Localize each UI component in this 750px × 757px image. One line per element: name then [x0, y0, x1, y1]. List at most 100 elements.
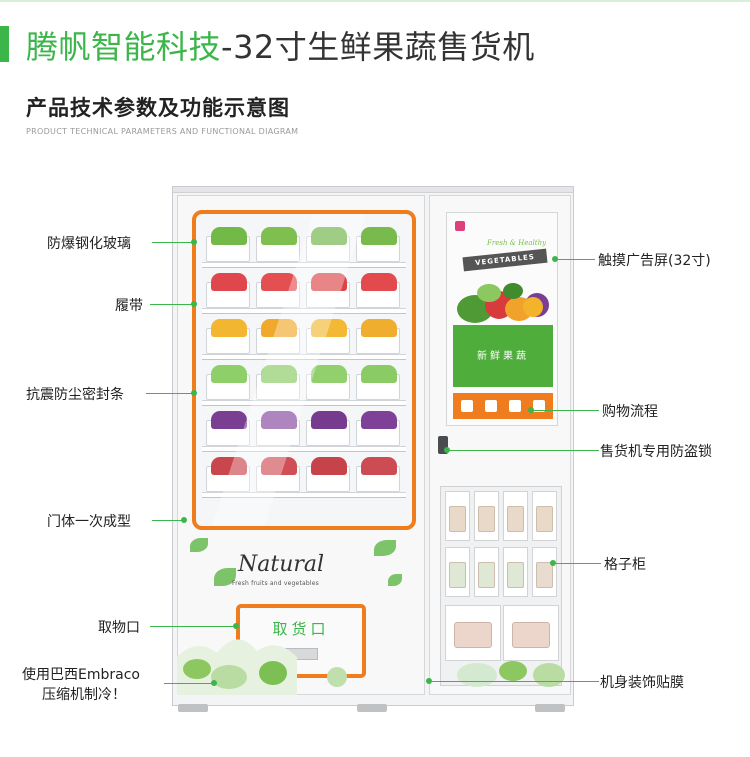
- produce-cabbage: [361, 365, 397, 383]
- produce-bin: [206, 365, 250, 400]
- locker-cell[interactable]: [474, 491, 499, 541]
- produce-onions: [311, 457, 347, 475]
- label-shopping-process: 购物流程: [602, 404, 658, 420]
- produce-bin: [206, 227, 250, 262]
- label-pickup-port: 取物口: [98, 620, 140, 636]
- label-one-piece-door: 门体一次成型: [47, 514, 131, 530]
- locker-cell[interactable]: [474, 547, 499, 597]
- produce-bin: [356, 457, 400, 492]
- shelf-base: [202, 308, 406, 314]
- screen-chinese-title: 新鲜果蔬: [477, 351, 529, 362]
- product-pack: [507, 506, 524, 532]
- page-title: 腾帆智能科技-32寸生鲜果蔬售货机: [26, 22, 535, 68]
- shelf-row: [202, 222, 406, 268]
- product-pack: [449, 506, 466, 532]
- produce-cabbage: [261, 365, 297, 383]
- produce-bin: [356, 227, 400, 262]
- produce-bin: [306, 227, 350, 262]
- leader-line: [429, 681, 599, 682]
- right-door: Fresh & Healthy VEGETABLES 新鲜果蔬: [429, 195, 571, 695]
- step-icon-pay: [509, 400, 521, 412]
- locker-cell-large[interactable]: [503, 605, 559, 661]
- product-pack: [512, 622, 550, 648]
- product-pack: [478, 562, 495, 588]
- touch-screen-logo-icon: [455, 221, 465, 231]
- shelf-base: [202, 400, 406, 406]
- produce-cabbage: [311, 365, 347, 383]
- label-conveyor: 履带: [115, 298, 143, 314]
- vegetable-pile-illustration: [457, 283, 549, 323]
- decal-title: Natural: [238, 552, 325, 577]
- machine-top-strip: [173, 187, 573, 193]
- produce-bin: [206, 319, 250, 354]
- decal-subtitle: Fresh fruits and vegetables: [232, 580, 319, 587]
- pickup-port-label: 取货口: [272, 620, 330, 638]
- produce-greens: [261, 227, 297, 245]
- produce-eggplant: [211, 411, 247, 429]
- produce-greens: [361, 227, 397, 245]
- leader-dot: [233, 623, 239, 629]
- touch-ad-screen[interactable]: Fresh & Healthy VEGETABLES 新鲜果蔬: [446, 212, 558, 426]
- product-pack: [536, 562, 553, 588]
- shelf-row: [202, 452, 406, 498]
- label-touch-screen: 触摸广告屏(32寸): [598, 253, 711, 269]
- section-title: 产品技术参数及功能示意图: [26, 96, 290, 120]
- product-pack: [536, 506, 553, 532]
- leader-line: [146, 393, 194, 394]
- leader-dot: [181, 517, 187, 523]
- produce-cabbage: [211, 365, 247, 383]
- locker-cell[interactable]: [532, 547, 557, 597]
- locker-cell[interactable]: [445, 547, 470, 597]
- produce-peppers: [211, 319, 247, 337]
- label-compressor-line1: 使用巴西Embraco: [22, 667, 140, 683]
- locker-cell[interactable]: [445, 491, 470, 541]
- locker-cell[interactable]: [503, 491, 528, 541]
- produce-onions: [361, 457, 397, 475]
- locker-cell[interactable]: [503, 547, 528, 597]
- produce-bin: [356, 273, 400, 308]
- leader-line: [531, 410, 599, 411]
- locker-cell[interactable]: [532, 491, 557, 541]
- produce-eggplant: [361, 411, 397, 429]
- label-seal-strip: 抗震防尘密封条: [26, 387, 124, 403]
- leader-line: [152, 520, 184, 521]
- product-name: -32寸生鲜果蔬售货机: [221, 28, 535, 66]
- screen-green-panel: 新鲜果蔬: [453, 325, 553, 387]
- produce-peppers: [361, 319, 397, 337]
- produce-onions: [261, 457, 297, 475]
- produce-bin: [356, 365, 400, 400]
- section-title-english: PRODUCT TECHNICAL PARAMETERS AND FUNCTIO…: [26, 127, 299, 136]
- produce-bin: [306, 457, 350, 492]
- left-door: Natural Fresh fruits and vegetables 取货口: [177, 195, 425, 695]
- label-anti-theft-lock: 售货机专用防盗锁: [600, 444, 712, 460]
- top-border-line: [0, 0, 750, 2]
- locker-cell-large[interactable]: [445, 605, 501, 661]
- produce-bin: [256, 365, 300, 400]
- leader-line: [447, 450, 599, 451]
- produce-bin: [206, 411, 250, 446]
- produce-tomatoes: [361, 273, 397, 291]
- title-accent-bar: [0, 26, 9, 62]
- shopping-steps-bar[interactable]: [453, 393, 553, 419]
- produce-bin: [256, 457, 300, 492]
- product-pack: [507, 562, 524, 588]
- product-pack: [454, 622, 492, 648]
- shelf-base: [202, 354, 406, 360]
- leader-line: [152, 242, 194, 243]
- anti-theft-lock-icon: [438, 436, 448, 454]
- shelf-row: [202, 314, 406, 360]
- produce-bin: [306, 273, 350, 308]
- label-locker: 格子柜: [604, 557, 646, 573]
- produce-bin: [206, 457, 250, 492]
- leader-dot: [191, 390, 197, 396]
- leader-line: [555, 259, 595, 260]
- produce-eggplant: [311, 411, 347, 429]
- product-pack: [478, 506, 495, 532]
- step-icon-pickup: [533, 400, 545, 412]
- produce-bin: [256, 319, 300, 354]
- produce-bin: [256, 273, 300, 308]
- leaf-decoration: [374, 540, 396, 556]
- produce-bin: [206, 273, 250, 308]
- label-tempered-glass: 防爆钢化玻璃: [47, 236, 131, 252]
- produce-bin: [306, 319, 350, 354]
